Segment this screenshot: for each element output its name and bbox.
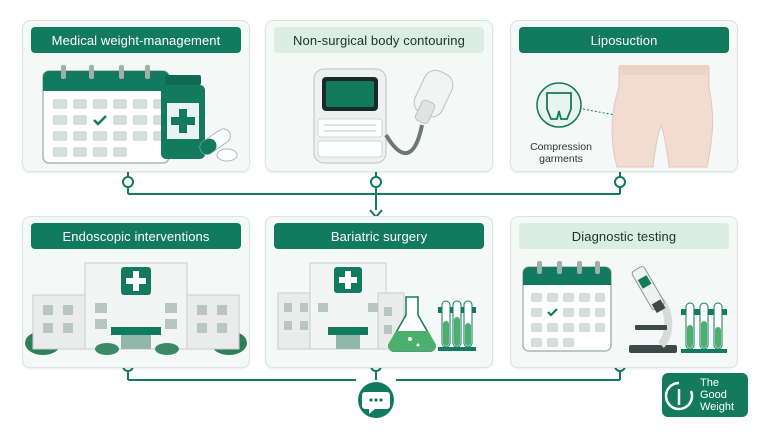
card-title: Bariatric surgery [274,223,484,249]
card-title: Non-surgical body contouring [274,27,484,53]
test-tubes-icon [681,302,727,353]
chat-bubble-icon[interactable] [358,382,394,418]
calendar-icon [42,65,170,164]
card-title: Diagnostic testing [519,223,729,249]
microscope-icon [629,266,677,353]
card-title: Endoscopic interventions [31,223,241,249]
flask-icon [388,296,436,352]
card-liposuction[interactable]: Liposuction Compression garments [510,20,738,172]
card-non-surgical-body-contouring[interactable]: Non-surgical body contouring [265,20,493,172]
logo: The Good Weight [662,373,748,417]
test-tubes-icon [438,300,476,351]
card-diagnostic-testing[interactable]: Diagnostic testing [510,216,738,368]
card-title: Medical weight-management [31,27,241,53]
card-bariatric-surgery[interactable]: Bariatric surgery [265,216,493,368]
inset-label: garments [539,153,583,165]
connector-dot [614,176,626,188]
connector-dot [370,176,382,188]
scale-logo-icon [664,381,694,411]
compression-garment-icon [536,82,582,128]
card-endoscopic-interventions[interactable]: Endoscopic interventions [22,216,250,368]
pill-bottle-icon [161,75,238,162]
hospital-icon [277,262,405,350]
inset-label: Compression [530,141,592,153]
logo-text: Good [700,389,727,401]
hospital-icon [25,262,247,355]
connector-dot [122,176,134,188]
logo-text: Weight [700,401,735,413]
card-medical-weight-management[interactable]: Medical weight-management [22,20,250,172]
calendar-icon [522,261,612,352]
contouring-device-icon [313,68,454,164]
card-title: Liposuction [519,27,729,53]
body-contour-image [611,65,714,168]
logo-text: The [700,377,719,389]
